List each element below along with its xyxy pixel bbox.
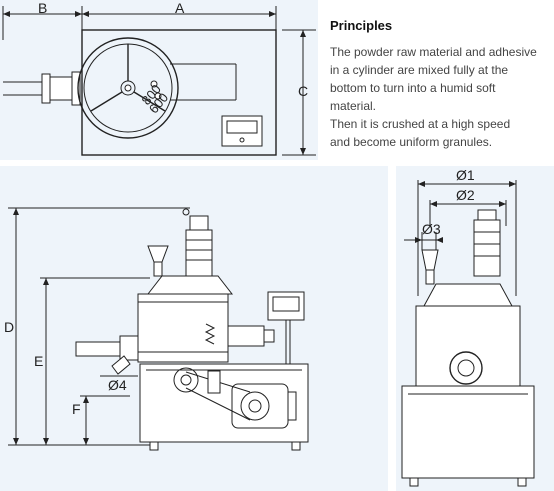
- principles-body: The powder raw material and adhesive in …: [330, 45, 537, 149]
- side-view-drawing: D E F Ø4: [4, 207, 309, 451]
- dim-b-label: B: [38, 0, 47, 16]
- dim-e-label: E: [34, 353, 43, 369]
- dim-phi1-label: Ø1: [456, 167, 475, 183]
- front-view-panel: Ø1 Ø2 Ø3: [396, 166, 554, 491]
- principles-heading: Principles: [330, 18, 393, 33]
- top-view-drawing: B A C 800 600: [2, 0, 316, 156]
- front-view-drawing: Ø1 Ø2 Ø3: [401, 167, 535, 487]
- principles-section: Principles The powder raw material and a…: [330, 18, 545, 151]
- dim-f-label: F: [72, 401, 81, 417]
- side-view-panel: D E F Ø4: [0, 166, 388, 491]
- dim-d-label: D: [4, 319, 14, 335]
- dim-c-label: C: [298, 83, 308, 99]
- dim-phi3-label: Ø3: [422, 221, 441, 237]
- dim-phi2-label: Ø2: [456, 187, 475, 203]
- top-view-panel: B A C 800 600: [0, 0, 318, 160]
- dim-a-label: A: [175, 0, 185, 16]
- dim-phi4-label: Ø4: [108, 377, 127, 393]
